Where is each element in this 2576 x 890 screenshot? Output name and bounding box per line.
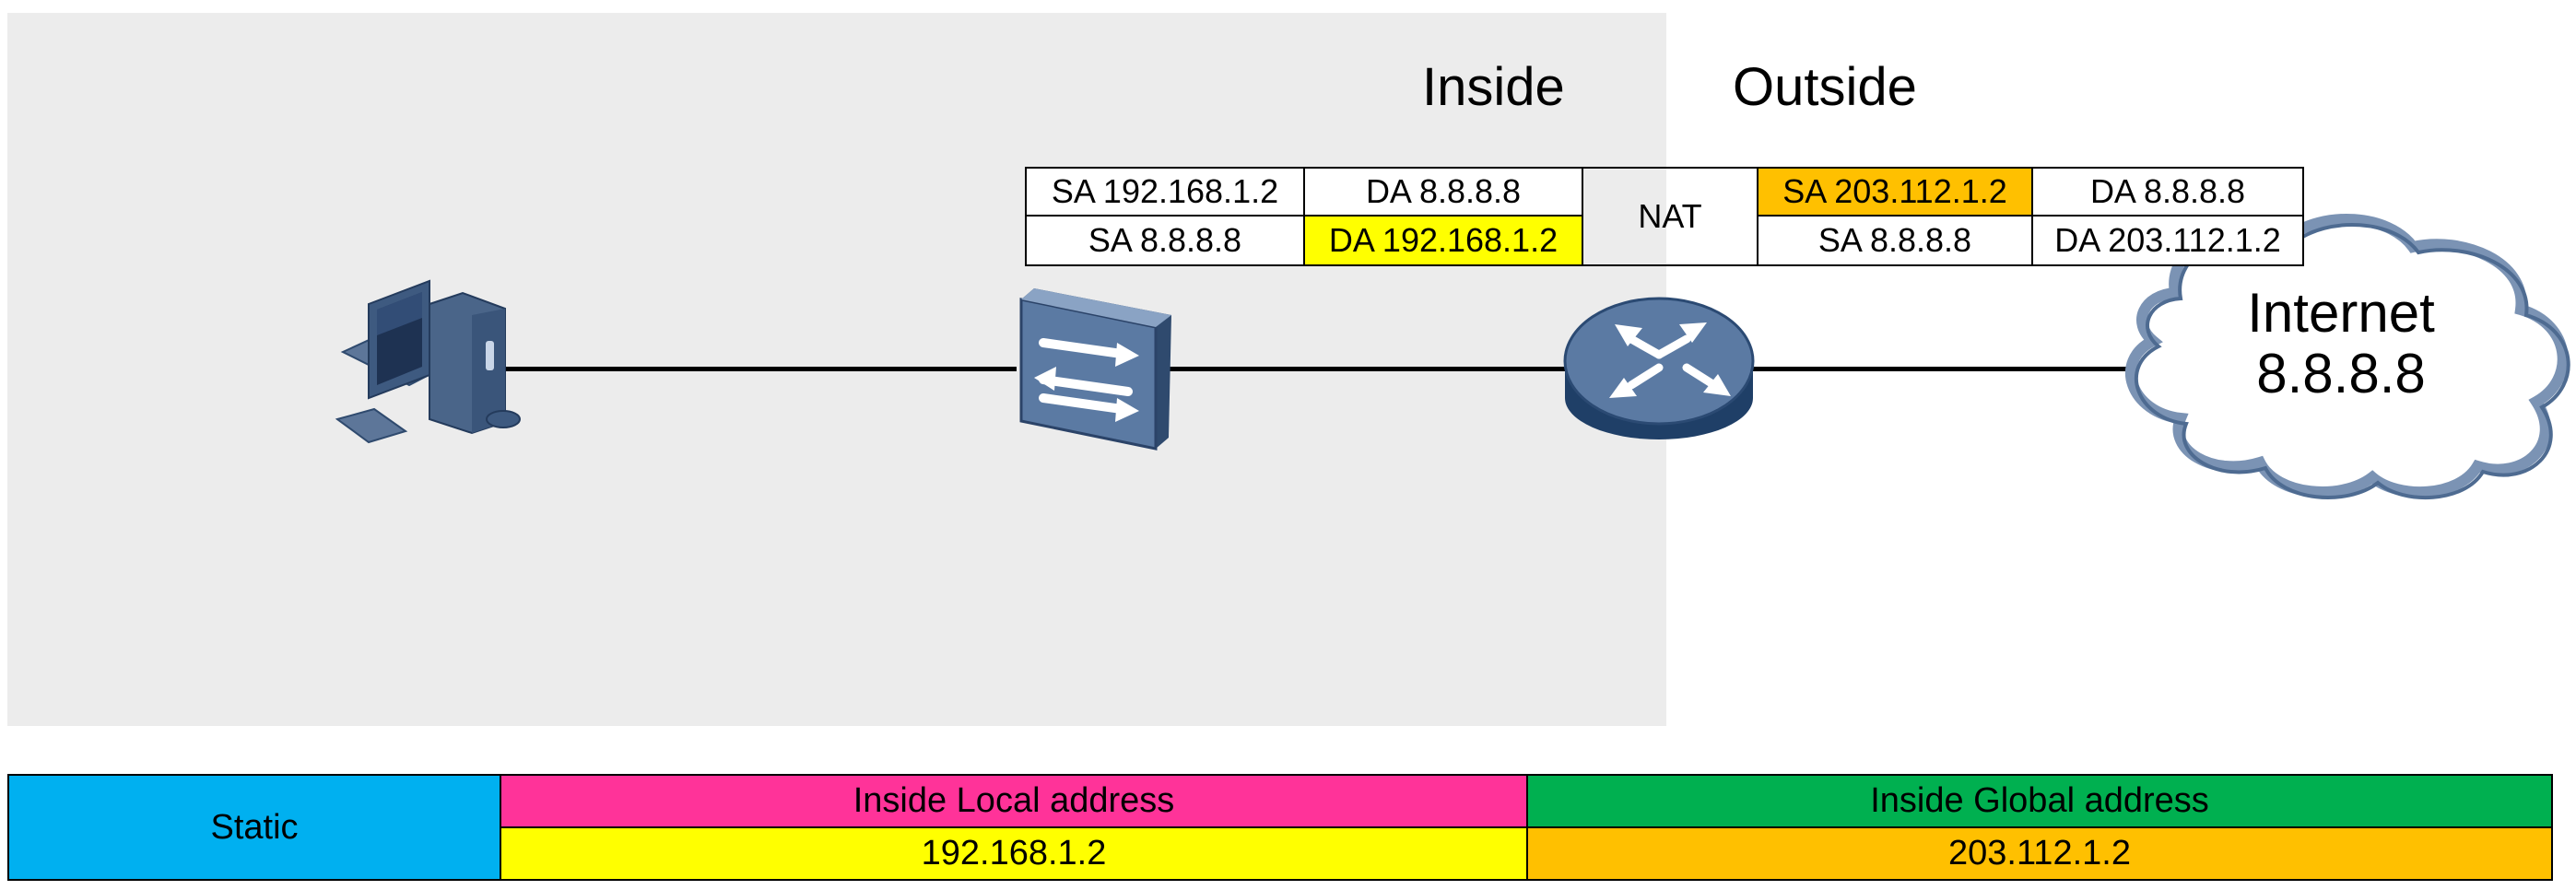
internet-label: Internet 8.8.8.8	[2212, 283, 2470, 404]
inside-label: Inside	[1422, 57, 1565, 117]
nat-cell: NAT	[1582, 167, 1759, 266]
mapping-type-static: Static	[7, 774, 501, 881]
packet-outside-return-sa: SA 8.8.8.8	[1757, 215, 2033, 266]
packet-inside-out-sa: SA 192.168.1.2	[1025, 167, 1305, 217]
internet-ip: 8.8.8.8	[2256, 343, 2426, 404]
packet-inside-out-da: DA 8.8.8.8	[1303, 167, 1583, 217]
packet-outside-return-da: DA 203.112.1.2	[2031, 215, 2304, 266]
packet-outside-out-da: DA 8.8.8.8	[2031, 167, 2304, 217]
packet-outside-out-sa: SA 203.112.1.2	[1757, 167, 2033, 217]
link-pc-switch	[505, 367, 1017, 371]
inside-global-header: Inside Global address	[1526, 774, 2553, 828]
internet-name: Internet	[2247, 282, 2435, 344]
link-switch-router	[1166, 367, 1569, 371]
inside-local-value: 192.168.1.2	[500, 826, 1528, 881]
inside-global-value: 203.112.1.2	[1526, 826, 2553, 881]
inside-local-header: Inside Local address	[500, 774, 1528, 828]
outside-label: Outside	[1733, 57, 1917, 117]
link-router-internet	[1751, 367, 2138, 371]
packet-inside-return-da: DA 192.168.1.2	[1303, 215, 1583, 266]
packet-inside-return-sa: SA 8.8.8.8	[1025, 215, 1305, 266]
